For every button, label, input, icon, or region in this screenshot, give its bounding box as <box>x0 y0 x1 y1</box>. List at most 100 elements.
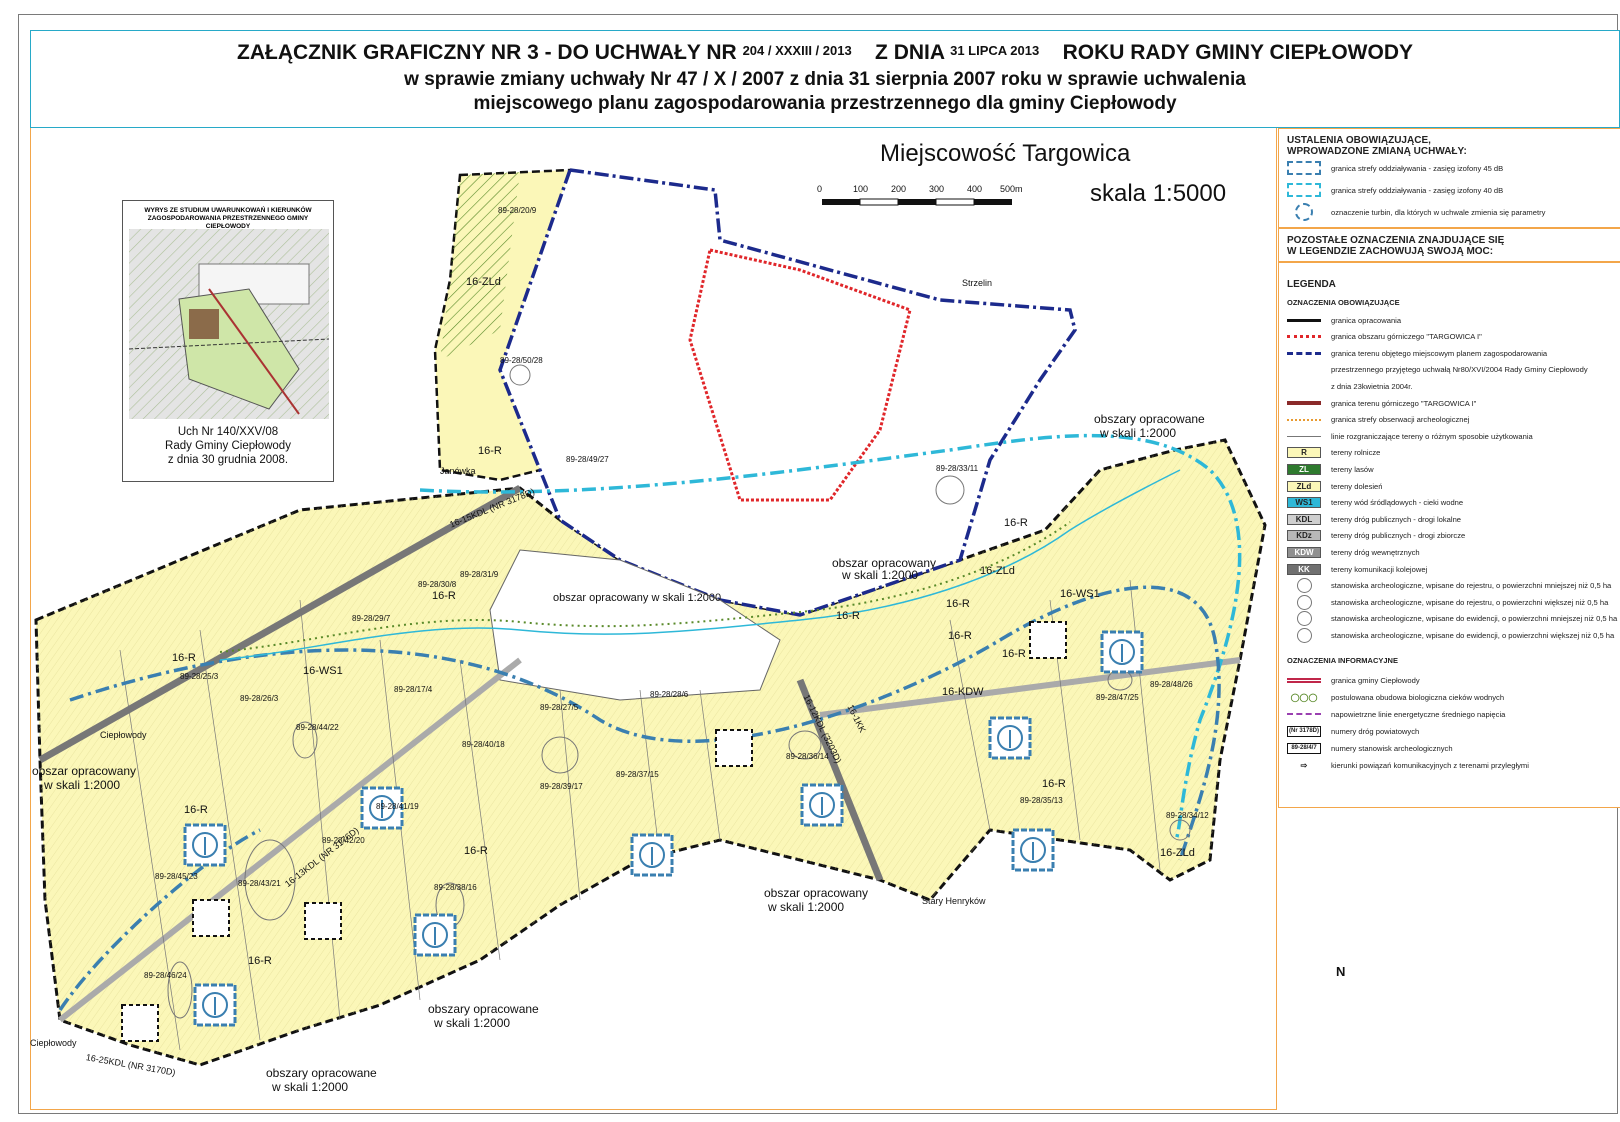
site-marker <box>788 730 822 760</box>
legend-text: tereny komunikacji kolejowej <box>1331 564 1428 574</box>
legend-symbol <box>1287 318 1321 322</box>
site-number: 89-28/30/8 <box>418 580 457 589</box>
site-number: 89-28/34/12 <box>1166 811 1209 820</box>
turbine-icon <box>1295 203 1313 221</box>
village-area <box>489 549 781 701</box>
legend-item: granica terenu objętego miejscowym plane… <box>1287 346 1547 360</box>
legend-text: przestrzennego przyjętego uchwałą Nr80/X… <box>1331 365 1588 375</box>
legend-binding-title: OZNACZENIA OBOWIĄZUJĄCE <box>1287 298 1400 307</box>
zone-label: 16-R <box>478 445 502 457</box>
site-marker <box>541 736 579 774</box>
site-number: 89-28/48/26 <box>1150 680 1193 689</box>
legend-symbol: ZL <box>1287 463 1321 475</box>
legend-info-item: napowietrzne linie energetyczne średnieg… <box>1287 707 1505 721</box>
watercourse-ws1 <box>219 469 1181 661</box>
place-janowka: Janówka <box>440 466 476 476</box>
legend-text: granica strefy obserwacji archeologiczne… <box>1331 415 1470 425</box>
site-number: 89-28/28/6 <box>650 690 689 699</box>
legend-item: stanowiska archeologiczne, wpisane do ew… <box>1287 627 1615 643</box>
legend-symbol <box>1287 418 1321 421</box>
callout-e-line2: w skali 1:2000 <box>768 900 845 914</box>
legend-symbol <box>1287 677 1321 683</box>
zone-label: 16-ZLd <box>466 276 501 288</box>
place-cieplowody-west: Ciepłowody <box>100 730 147 740</box>
map-frame <box>30 128 1277 1110</box>
site-number: 89-28/50/28 <box>500 356 543 365</box>
legend-text: granica terenu górniczego "TARGOWICA I" <box>1331 398 1477 408</box>
field-texture <box>36 440 1265 1065</box>
legend-symbol <box>1287 611 1321 627</box>
zone-label: 16-R <box>948 630 972 642</box>
zone-label: 16-R <box>172 652 196 664</box>
turbine-icon <box>360 786 404 830</box>
site-marker <box>1169 819 1191 841</box>
legend-symbol: 89-28/4/7 <box>1287 742 1321 754</box>
zone-label: 16-R <box>1002 648 1026 660</box>
legend-info-item: (Nr 3178D)numery dróg powiatowych <box>1287 724 1419 738</box>
map-canvas[interactable] <box>0 0 1276 1122</box>
legend-symbol <box>1287 351 1321 355</box>
legend-text: napowietrzne linie energetyczne średnieg… <box>1331 709 1506 719</box>
legend-title: LEGENDA <box>1287 279 1336 290</box>
turbine-icon <box>630 833 674 877</box>
scale-text: skala 1:5000 <box>1090 180 1227 207</box>
site-number: 89-28/36/14 <box>786 752 829 761</box>
legend-item: oznaczenie turbin, dla których w uchwale… <box>1287 203 1545 221</box>
legend-symbol <box>1287 401 1321 405</box>
legend-symbol <box>1287 594 1321 610</box>
legend-text: tereny dróg publicznych - drogi lokalne <box>1331 514 1462 524</box>
legend-text: tereny wód śródlądowych - cieki wodne <box>1331 498 1464 508</box>
scale-bar <box>822 198 1012 206</box>
scale-tick-200: 200 <box>891 184 907 194</box>
site-marker <box>167 961 193 1019</box>
site-number: 89-28/27/5 <box>540 703 579 712</box>
callout-d-line2: w skali 1:2000 <box>842 568 919 582</box>
callout-a: obszar opracowany w skali 1:2000 <box>553 592 722 604</box>
legend-changes-title-2: WPROWADZONE ZMIANĄ UCHWAŁY: <box>1287 146 1467 157</box>
turbine-markers <box>183 630 1144 1027</box>
zone-label: 16-R <box>1042 778 1066 790</box>
inset-date: z dnia 30 grudnia 2008. <box>167 454 289 466</box>
legend-item: z dnia 23kwietnia 2004r. <box>1287 379 1412 393</box>
place-title: Miejscowość Targowica <box>880 140 1131 167</box>
zone-label: 16-R <box>1004 517 1028 529</box>
legend-symbol <box>1287 627 1321 643</box>
legend-symbol <box>1287 435 1321 437</box>
legend-main-box: LEGENDA OZNACZENIA OBOWIĄZUJĄCE granica … <box>1278 262 1620 808</box>
legend-text: numery dróg powiatowych <box>1331 726 1420 736</box>
callout-c-line1: obszary opracowane <box>1094 412 1205 426</box>
zone-label: 16-R <box>836 610 860 622</box>
legend-item: ZL tereny lasów <box>1287 462 1374 476</box>
turbine-icon <box>800 783 844 827</box>
legend-text: tereny lasów <box>1331 464 1374 474</box>
callout-b-line2: w skali 1:2000 <box>44 778 121 792</box>
scale-tick-0: 0 <box>817 184 823 194</box>
site-number: 89-28/49/27 <box>566 455 609 464</box>
north-label: N <box>1336 964 1346 979</box>
callout-c-line2: w skali 1:2000 <box>1100 426 1177 440</box>
zone-label: 16-R <box>464 845 488 857</box>
noise-zone-45db <box>58 585 1221 1011</box>
zone-label: 16-ZLd <box>1160 847 1195 859</box>
zone-label: 16-R <box>248 955 272 967</box>
resolution-number: 204 / XXXIII / 2013 <box>742 43 852 58</box>
zone-label: 16-ZLd <box>980 565 1015 577</box>
site-number: 89-28/38/16 <box>434 883 477 892</box>
site-marker <box>509 364 531 386</box>
legend-text: stanowiska archeologiczne, wpisane do ew… <box>1331 630 1615 640</box>
legend-text: granica obszaru górniczego "TARGOWICA I" <box>1331 332 1482 342</box>
archaeological-sites <box>167 364 1191 1019</box>
legend-symbol: R <box>1287 447 1321 459</box>
site-number: 89-28/31/9 <box>460 570 499 579</box>
title-block: ZAŁĄCZNIK GRAFICZNY NR 3 - DO UCHWAŁY NR… <box>30 30 1620 128</box>
site-marker <box>292 721 318 759</box>
site-number: 89-28/40/18 <box>462 740 505 749</box>
scale-tick-100: 100 <box>853 184 869 194</box>
mining-area-boundary <box>688 248 912 502</box>
zone-label: 16-R <box>946 598 970 610</box>
